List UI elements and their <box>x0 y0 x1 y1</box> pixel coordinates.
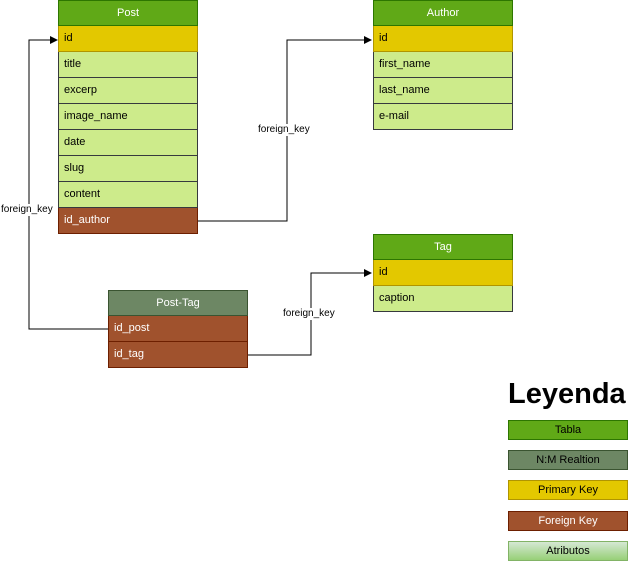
table-post-row[interactable]: excerp <box>58 78 198 104</box>
edge-label-posttag-tag: foreign_key <box>282 308 336 320</box>
edge-posttag-post <box>28 36 108 330</box>
table-author-row[interactable]: first_name <box>373 52 513 78</box>
legend-item-tabla: Tabla <box>508 420 628 440</box>
legend-title: Leyenda <box>508 378 626 410</box>
table-post-row[interactable]: date <box>58 130 198 156</box>
table-post-row[interactable]: title <box>58 52 198 78</box>
legend-item-nm-relation: N:M Realtion <box>508 450 628 470</box>
table-author[interactable]: Author id first_name last_name e-mail <box>373 0 513 130</box>
legend-item-foreign-key: Foreign Key <box>508 511 628 531</box>
table-tag-row[interactable]: caption <box>373 286 513 312</box>
table-post-tag-row[interactable]: id_tag <box>108 342 248 368</box>
edge-label-post-author: foreign_key <box>257 124 311 136</box>
table-author-header[interactable]: Author <box>373 0 513 26</box>
table-post-row[interactable]: id_author <box>58 208 198 234</box>
table-tag[interactable]: Tag id caption <box>373 234 513 312</box>
table-post-tag-header[interactable]: Post-Tag <box>108 290 248 316</box>
table-author-row[interactable]: id <box>373 26 513 52</box>
table-author-row[interactable]: last_name <box>373 78 513 104</box>
table-post-tag[interactable]: Post-Tag id_post id_tag <box>108 290 248 368</box>
table-tag-header[interactable]: Tag <box>373 234 513 260</box>
table-post-row[interactable]: slug <box>58 156 198 182</box>
legend-item-atributos: Atributos <box>508 541 628 561</box>
table-tag-row[interactable]: id <box>373 260 513 286</box>
table-post-header[interactable]: Post <box>58 0 198 26</box>
table-post-row[interactable]: image_name <box>58 104 198 130</box>
table-post[interactable]: Post id title excerp image_name date slu… <box>58 0 198 234</box>
table-post-row[interactable]: content <box>58 182 198 208</box>
table-post-row[interactable]: id <box>58 26 198 52</box>
edge-label-posttag-post: foreign_key <box>0 204 54 216</box>
table-post-tag-row[interactable]: id_post <box>108 316 248 342</box>
legend-item-primary-key: Primary Key <box>508 480 628 500</box>
table-author-row[interactable]: e-mail <box>373 104 513 130</box>
